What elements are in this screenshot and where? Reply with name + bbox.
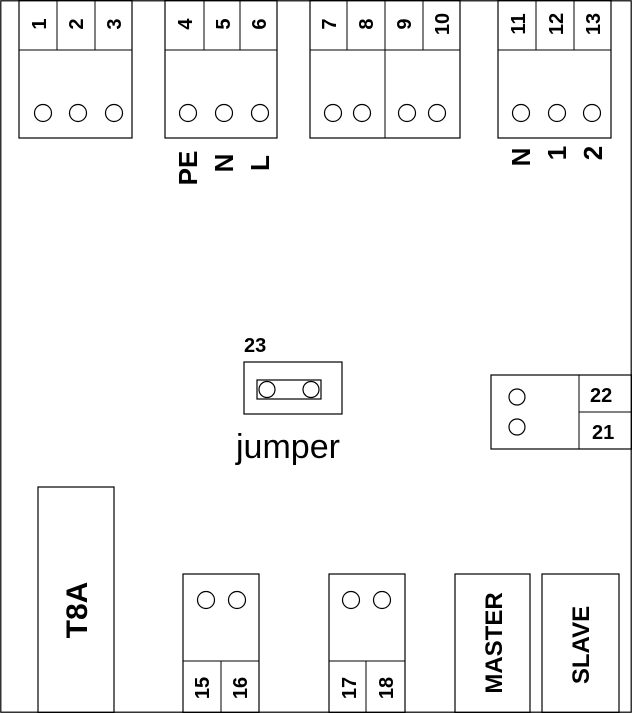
output-label-n: N [506, 148, 536, 167]
power-label-n: N [209, 154, 239, 173]
terminal-2-screw[interactable] [68, 103, 88, 123]
terminal-13-screw[interactable] [582, 103, 602, 123]
terminal-8-screw[interactable] [352, 103, 372, 123]
terminal-22-screw[interactable] [508, 388, 526, 406]
terminal-15-label: 15 [192, 677, 214, 699]
terminal-16-label: 16 [230, 677, 252, 699]
terminal-15-screw[interactable] [196, 590, 216, 610]
terminal-2-label: 2 [66, 18, 88, 29]
terminal-18-label: 18 [376, 677, 398, 699]
slave-label: SLAVE [568, 606, 595, 684]
output-label-1: 1 [542, 146, 572, 160]
terminal-17-label: 17 [339, 677, 361, 699]
terminal-17-screw[interactable] [341, 590, 361, 610]
jumper-label: jumper [235, 428, 340, 466]
terminal-6-screw[interactable] [250, 103, 270, 123]
terminal-block-4-6: 4 5 6 [164, 0, 278, 139]
terminal-12-screw[interactable] [547, 103, 567, 123]
terminal-block-11-13: 11 12 13 [497, 0, 612, 139]
terminal-7-screw[interactable] [323, 103, 343, 123]
terminal-22-label: 22 [590, 385, 612, 407]
fuse-label: T8A [61, 582, 94, 639]
terminal-3-label: 3 [104, 18, 126, 29]
terminal-block-7-10: 7 8 9 10 [309, 0, 461, 139]
terminal-block-1-3: 1 2 3 [18, 0, 133, 139]
master-switch[interactable]: MASTER [454, 573, 531, 713]
terminal-11-screw[interactable] [511, 103, 531, 123]
terminal-5-screw[interactable] [214, 103, 234, 123]
power-label-pe: PE [173, 151, 203, 186]
terminal-6-label: 6 [249, 18, 271, 29]
terminal-block-21-22: 22 21 [490, 374, 632, 450]
terminal-block-15-16: 15 16 [182, 573, 260, 713]
terminal-7-label: 7 [319, 18, 341, 29]
jumper-pin-1 [258, 380, 276, 399]
terminal-4-screw[interactable] [178, 103, 198, 123]
terminal-21-label: 21 [592, 422, 614, 444]
jumper-number: 23 [244, 335, 266, 357]
terminal-3-screw[interactable] [104, 103, 124, 123]
terminal-1-label: 1 [29, 18, 51, 29]
jumper-23[interactable]: 23 jumper [235, 335, 343, 466]
jumper-pin-2 [302, 380, 320, 399]
terminal-5-label: 5 [213, 18, 235, 29]
master-label: MASTER [481, 592, 508, 693]
terminal-1-screw[interactable] [33, 103, 53, 123]
terminal-block-17-18: 17 18 [328, 573, 406, 713]
terminal-10-label: 10 [432, 13, 454, 35]
power-label-l: L [245, 155, 275, 171]
output-label-2: 2 [578, 146, 608, 160]
terminal-11-label: 11 [508, 13, 530, 34]
terminal-12-label: 12 [546, 13, 568, 35]
terminal-13-label: 13 [583, 13, 605, 35]
fuse-t8a: T8A [37, 486, 115, 713]
slave-switch[interactable]: SLAVE [541, 573, 620, 713]
terminal-16-screw[interactable] [227, 590, 247, 610]
terminal-9-screw[interactable] [397, 103, 417, 123]
terminal-10-screw[interactable] [427, 103, 447, 123]
terminal-4-label: 4 [175, 18, 197, 30]
terminal-21-screw[interactable] [508, 418, 526, 436]
terminal-8-label: 8 [356, 18, 378, 29]
terminal-18-screw[interactable] [372, 590, 392, 610]
terminal-9-label: 9 [394, 18, 416, 29]
